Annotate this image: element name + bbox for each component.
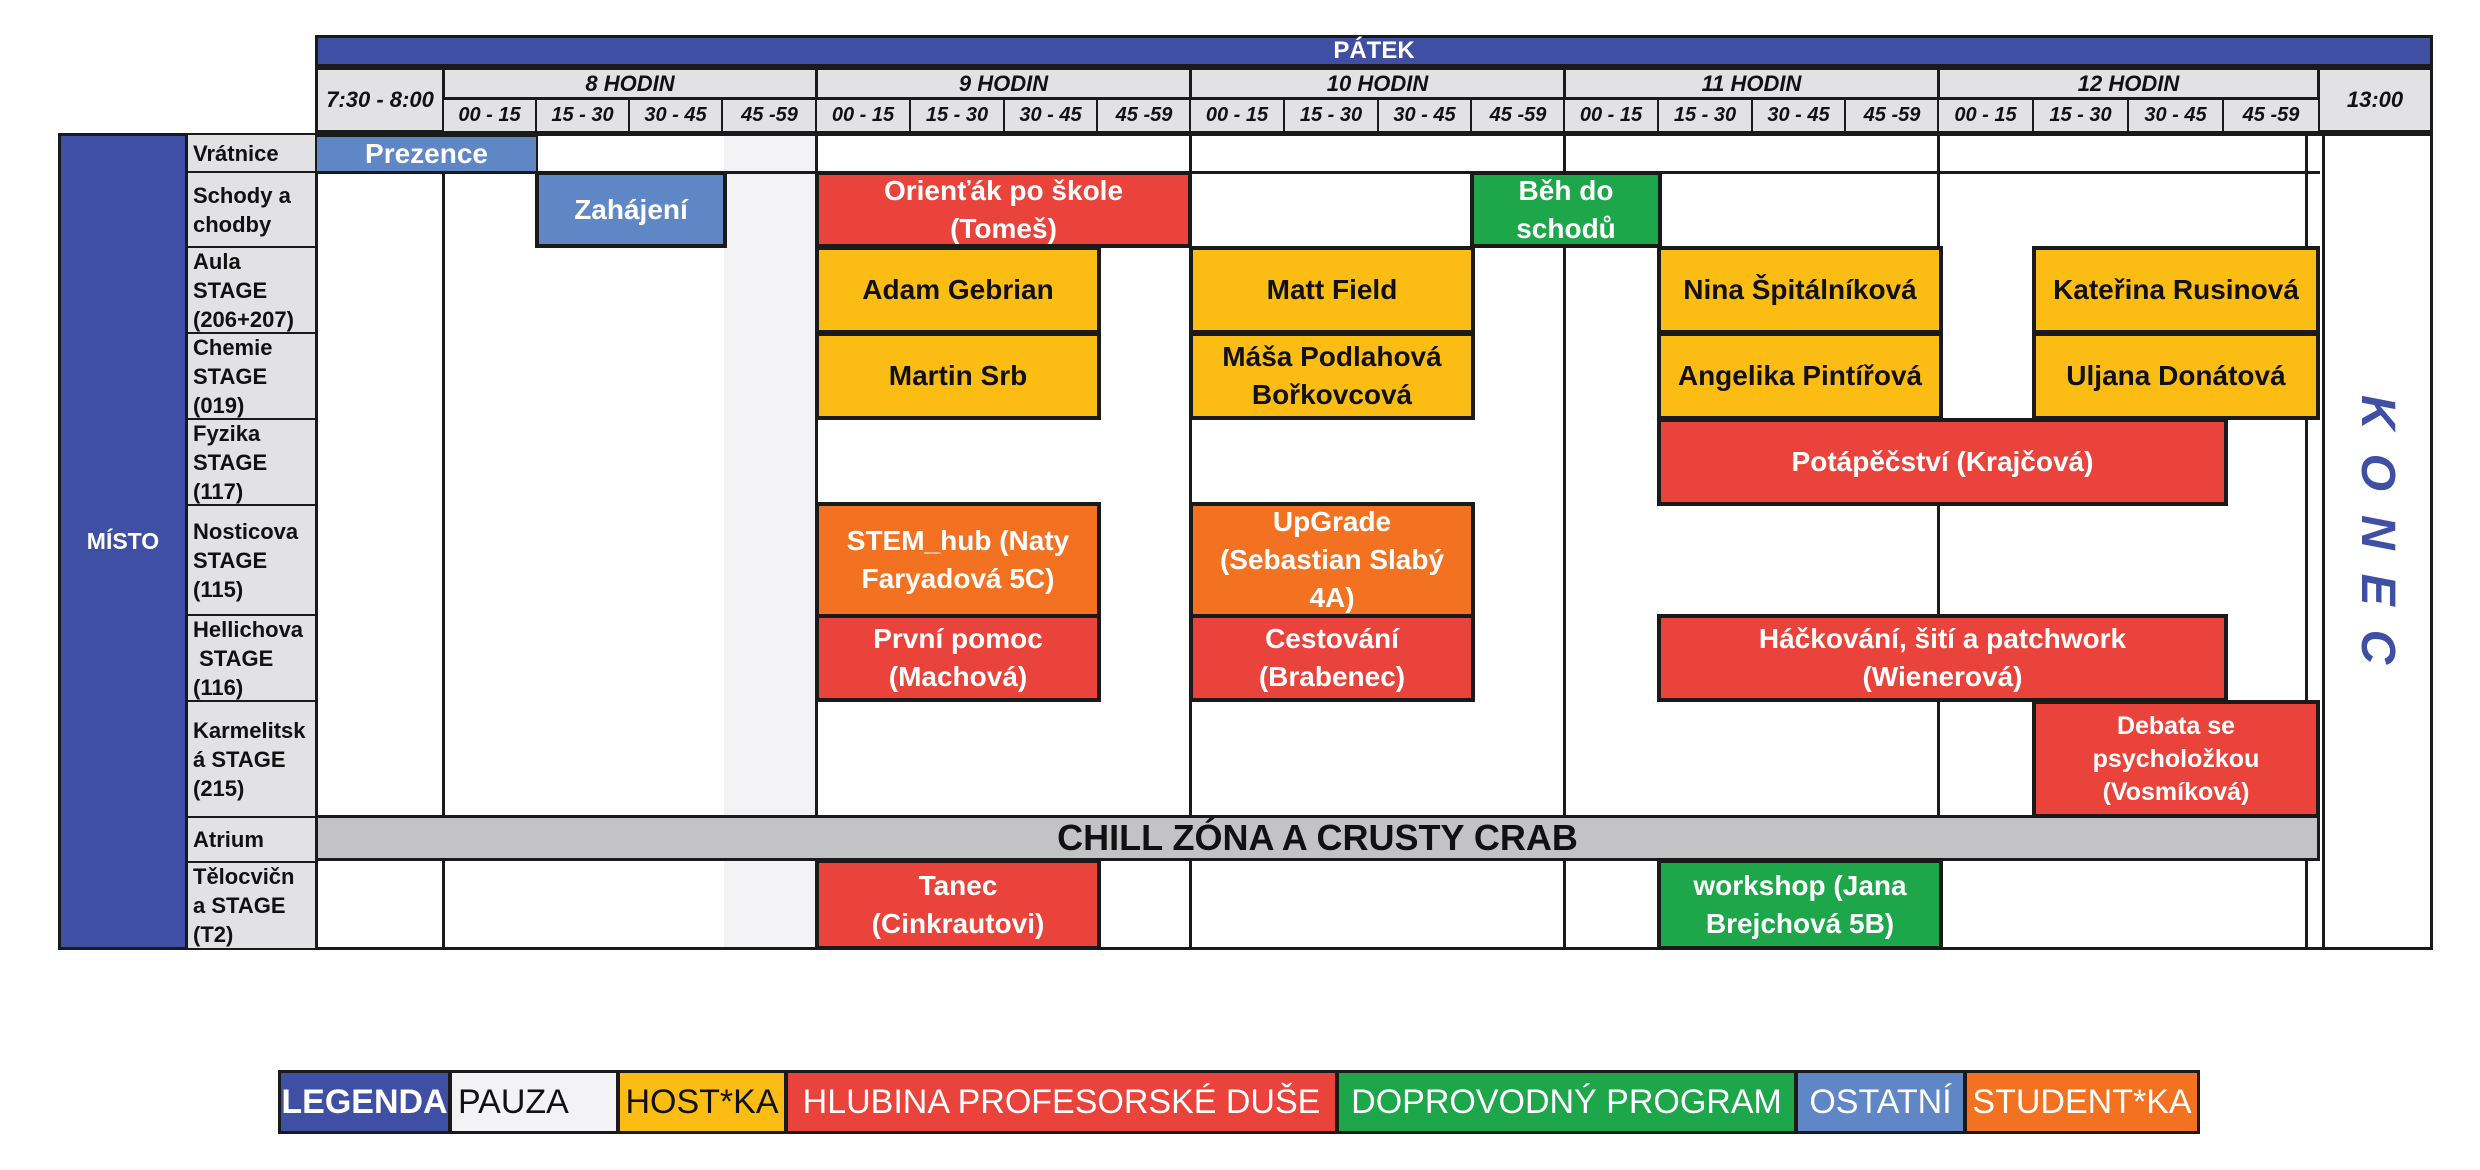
time-last-header: 13:00 [2317, 67, 2433, 133]
room-label-nosticova: Nosticova STAGE (115) [186, 504, 318, 616]
hour-header-8: 8 HODIN [442, 67, 818, 100]
room-label-chemie: Chemie STAGE (019) [186, 332, 318, 420]
legend-ostatni: OSTATNÍ [1795, 1070, 1966, 1134]
room-label-fyzika: Fyzika STAGE (117) [186, 418, 318, 506]
hour-header-9: 9 HODIN [815, 67, 1192, 100]
event-katerina-rusinova: Kateřina Rusinová [2032, 246, 2320, 334]
legend-pauza: PAUZA [449, 1070, 619, 1134]
quarter-header: 30 - 45 [1003, 98, 1098, 133]
quarter-header: 45 -59 [2222, 98, 2320, 133]
day-header: PÁTEK [315, 35, 2433, 67]
quarter-header: 00 - 15 [442, 98, 537, 133]
quarter-header: 30 - 45 [1377, 98, 1472, 133]
quarter-header: 15 - 30 [909, 98, 1005, 133]
room-label-aula: Aula STAGE (206+207) [186, 246, 318, 334]
quarter-header: 45 -59 [721, 98, 818, 133]
quarter-header: 30 - 45 [2127, 98, 2224, 133]
hour-header-10: 10 HODIN [1189, 67, 1566, 100]
legend-title: LEGENDA [278, 1070, 451, 1134]
event-prezence: Prezence [315, 135, 538, 173]
quarter-header: 15 - 30 [1283, 98, 1379, 133]
quarter-header: 00 - 15 [815, 98, 911, 133]
event-prvni-pomoc: První pomoc (Machová) [815, 614, 1101, 702]
quarter-header: 00 - 15 [1563, 98, 1659, 133]
event-martin-srb: Martin Srb [815, 332, 1101, 420]
quarter-header: 45 -59 [1844, 98, 1940, 133]
hour-header-11: 11 HODIN [1563, 67, 1940, 100]
room-label-karmelitska: Karmelitsk á STAGE (215) [186, 700, 318, 818]
event-workshop: workshop (Jana Brejchová 5B) [1657, 859, 1943, 950]
event-nina-spitalnikova: Nina Špitálníková [1657, 246, 1943, 334]
place-column-label: MÍSTO [58, 133, 188, 950]
hour-header-12: 12 HODIN [1937, 67, 2320, 100]
event-masa-podlahova: Máša Podlahová Bořkovcová [1189, 332, 1475, 420]
konec-column: KONEC [2322, 133, 2433, 950]
legend-student: STUDENT*KA [1964, 1070, 2200, 1134]
pause-band [724, 136, 816, 947]
event-matt-field: Matt Field [1189, 246, 1475, 334]
time-first-header: 7:30 - 8:00 [315, 67, 445, 133]
room-label-hellichova: Hellichova STAGE (116) [186, 614, 318, 702]
event-adam-gebrian: Adam Gebrian [815, 246, 1101, 334]
event-stem-hub: STEM_hub (Naty Faryadová 5C) [815, 502, 1101, 618]
grid-line [1937, 133, 1940, 950]
quarter-header: 00 - 15 [1937, 98, 2034, 133]
event-beh-do-schodu: Běh do schodů [1470, 171, 1662, 248]
quarter-header: 00 - 15 [1189, 98, 1285, 133]
event-zahajeni: Zahájení [535, 171, 727, 248]
quarter-header: 45 -59 [1470, 98, 1566, 133]
legend-hlubina: HLUBINA PROFESORSKÉ DUŠE [785, 1070, 1338, 1134]
grid-line [315, 171, 2320, 174]
quarter-header: 15 - 30 [2032, 98, 2129, 133]
event-tanec: Tanec (Cinkrautovi) [815, 859, 1101, 950]
grid-line [1563, 133, 1566, 950]
quarter-header: 30 - 45 [628, 98, 723, 133]
quarter-header: 45 -59 [1096, 98, 1192, 133]
event-hackovani: Háčkování, šití a patchwork (Wienerová) [1657, 614, 2228, 702]
room-label-atrium: Atrium [186, 816, 318, 863]
room-label-telocvicna: Tělocvičn a STAGE (T2) [186, 861, 318, 950]
event-angelika-pintirova: Angelika Pintířová [1657, 332, 1943, 420]
grid-line [442, 133, 445, 950]
event-debata: Debata se psycholožkou (Vosmíková) [2032, 700, 2320, 818]
quarter-header: 30 - 45 [1751, 98, 1846, 133]
room-label-schody: Schody a chodby [186, 171, 318, 248]
legend-doprovodny: DOPROVODNÝ PROGRAM [1336, 1070, 1797, 1134]
konec-label: KONEC [2351, 394, 2404, 689]
grid-line [2305, 133, 2308, 950]
event-potapecstvi: Potápěčství (Krajčová) [1657, 418, 2228, 506]
event-orientak: Orienťák po škole (Tomeš) [815, 171, 1192, 248]
event-cestovani: Cestování (Brabenec) [1189, 614, 1475, 702]
quarter-header: 15 - 30 [535, 98, 630, 133]
quarter-header: 15 - 30 [1657, 98, 1753, 133]
chill-zone-banner: CHILL ZÓNA A CRUSTY CRAB [315, 815, 2320, 861]
legend-host: HOST*KA [617, 1070, 787, 1134]
event-uljana-donatova: Uljana Donátová [2032, 332, 2320, 420]
event-upgrade: UpGrade (Sebastian Slabý 4A) [1189, 502, 1475, 618]
room-label-vratnice: Vrátnice [186, 133, 318, 173]
